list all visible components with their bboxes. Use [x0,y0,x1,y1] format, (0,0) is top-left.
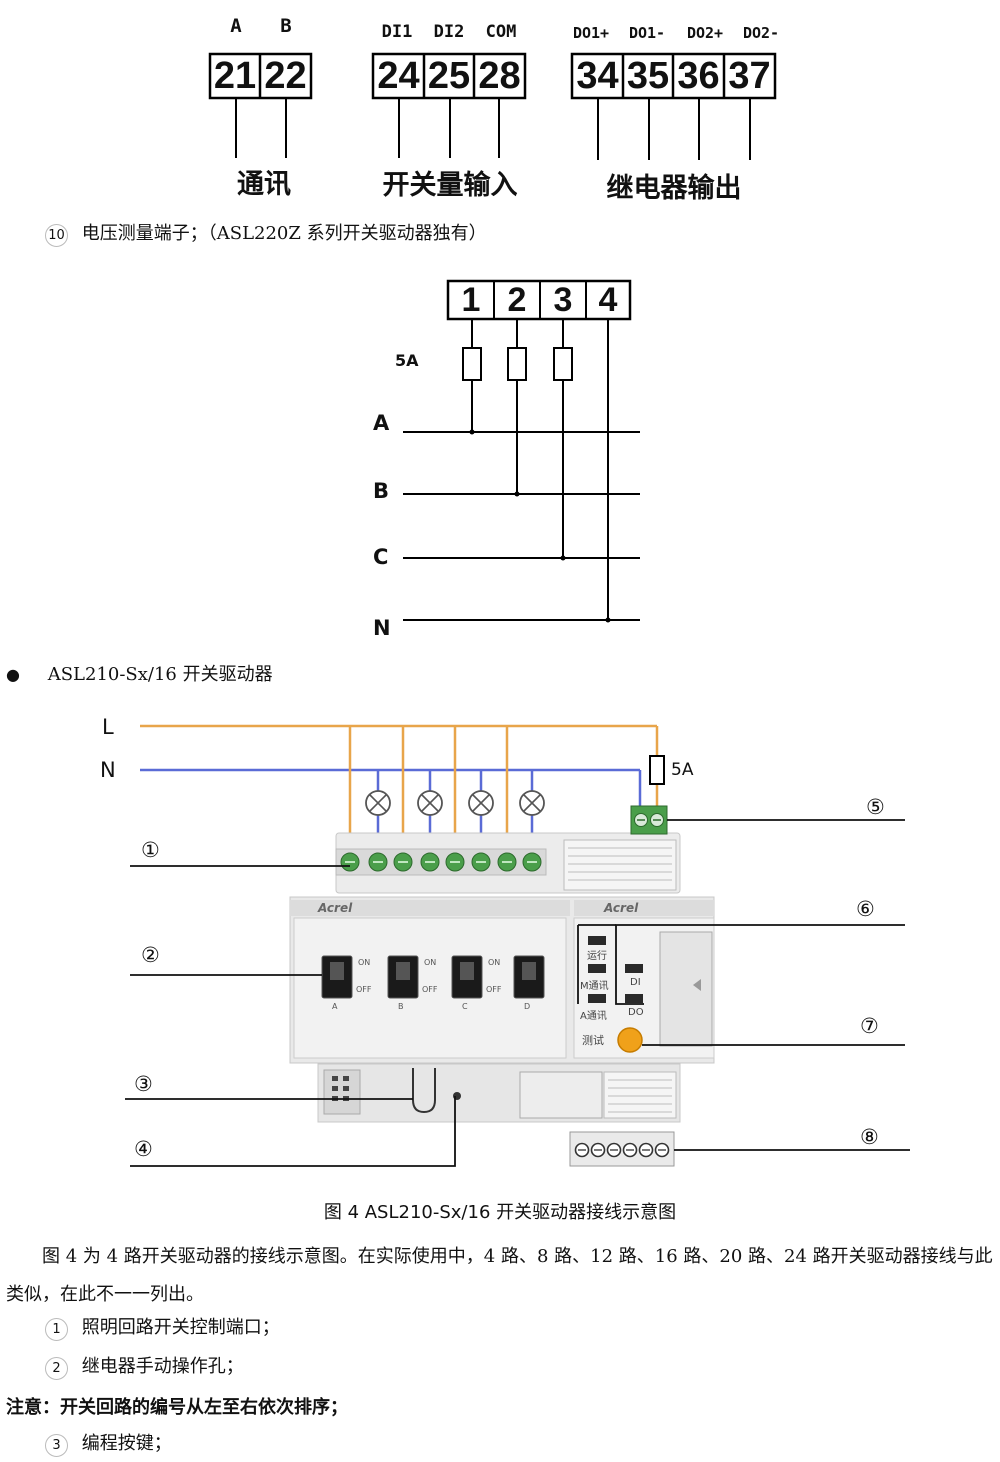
terminal-37: 37 [728,55,771,97]
brand-logo-left: Acrel [318,901,353,915]
item-10: 10 电压测量端子；（ASL220Z 系列开关驱动器独有） [45,222,487,247]
list-item-1-text: 照明回路开关控制端口； [81,1317,280,1338]
label-relay-output: 继电器输出 [606,173,742,204]
list-item-3-text: 编程按键； [81,1433,172,1454]
on-label-a: ON [358,958,371,967]
v-fuse-label: 5A [395,351,419,370]
terminal-24: 24 [377,55,420,97]
phase-a-label: A [373,411,390,435]
list-item-2-text: 继电器手动操作孔； [81,1356,244,1377]
bullet-item: ● ASL210-Sx/16 开关驱动器 [6,663,273,687]
body-paragraph: 图 4 为 4 路开关驱动器的接线示意图。在实际使用中，4 路、8 路、12 路… [6,1246,993,1305]
brand-logo-right: Acrel [604,901,639,915]
comm-header-b: B [280,15,292,37]
list-item-3-number: 3 [45,1434,68,1457]
on-label-c: ON [488,958,501,967]
item-10-number: 10 [45,224,68,247]
v-terminal-1: 1 [461,281,481,319]
on-label-b: ON [424,958,437,967]
terminal-28: 28 [478,55,521,97]
line-n-label: N [100,758,116,782]
led-mcomm-label: M通讯 [580,981,609,992]
callout-8: ⑧ [860,1125,879,1149]
list-item-1: 1 照明回路开关控制端口； [45,1316,280,1341]
channel-b: B [398,1002,404,1011]
callout-4: ④ [134,1137,153,1161]
terminal-36: 36 [677,55,720,97]
callout-2: ② [141,943,160,967]
phase-n-label: N [373,616,391,640]
label-switch-input: 开关量输入 [382,170,518,201]
callout-6: ⑥ [856,897,875,921]
label-comm: 通讯 [237,169,291,200]
comm-header-a: A [230,15,242,37]
test-button-label: 测试 [582,1034,604,1047]
terminal-25: 25 [427,55,471,97]
callout-7: ⑦ [860,1014,879,1038]
item-10-text: 电压测量端子；（ASL220Z 系列开关驱动器独有） [81,223,487,244]
channel-d: D [524,1002,531,1011]
led-acomm-label: A通讯 [580,1011,607,1022]
led-run-label: 运行 [587,951,607,962]
di-header-com: COM [485,22,517,42]
do-header-2: DO1- [628,24,666,42]
phase-b-label: B [373,479,390,503]
off-label-b: OFF [422,985,438,994]
device-fuse-label: 5A [671,760,694,780]
terminal-34: 34 [576,55,619,97]
do-header-4: DO2- [742,24,780,42]
off-label-a: OFF [356,985,372,994]
v-terminal-4: 4 [598,281,618,319]
device-drawing [125,724,910,1167]
channel-a: A [332,1002,338,1011]
voltage-wiring [403,279,640,623]
list-item-3: 3 编程按键； [45,1432,172,1457]
do-header-3: DO2+ [686,24,724,42]
do-header-1: DO1+ [572,24,610,42]
bullet-dot: ● [6,665,20,684]
phase-c-label: C [373,545,389,569]
channel-c: C [462,1002,468,1011]
bullet-text: ASL210-Sx/16 开关驱动器 [47,664,273,685]
terminal-21: 21 [213,55,257,97]
callout-5: ⑤ [866,795,885,819]
di-header-1: DI1 [381,22,413,42]
terminal-22: 22 [264,55,307,97]
line-l-label: L [102,715,114,739]
note-text: 注意：开关回路的编号从左至右依次排序； [6,1397,348,1418]
v-terminal-3: 3 [553,281,573,319]
callout-3: ③ [134,1072,153,1096]
figure-caption: 图 4 ASL210-Sx/16 开关驱动器接线示意图 [323,1202,677,1223]
di-header-2: DI2 [433,22,465,42]
list-item-2: 2 继电器手动操作孔； [45,1355,244,1380]
off-label-c: OFF [486,985,502,994]
list-item-1-number: 1 [45,1318,68,1341]
terminal-lines [208,52,777,160]
led-do-label: DO [628,1007,644,1018]
led-di-label: DI [630,977,641,988]
list-item-2-number: 2 [45,1357,68,1380]
callout-1: ① [141,838,160,862]
terminal-35: 35 [626,55,670,97]
v-terminal-2: 2 [507,281,527,319]
